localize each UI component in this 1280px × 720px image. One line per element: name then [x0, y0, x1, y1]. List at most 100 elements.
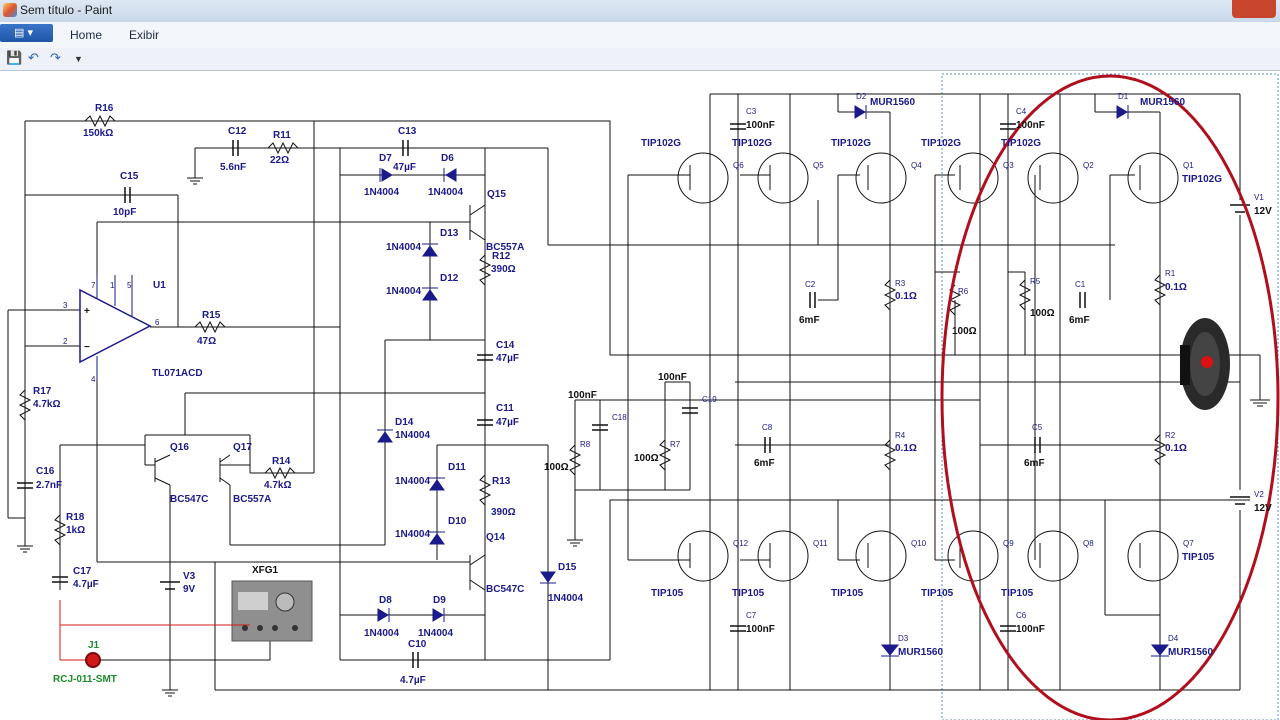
- batteries: [160, 204, 1250, 590]
- paint-canvas[interactable]: + − 3 2 7 1 5 6 4 U1 TL071ACD: [0, 71, 1280, 720]
- c1-ref: C1: [1075, 280, 1086, 289]
- c10-value: 4.7µF: [400, 675, 426, 686]
- r14-ref: R14: [272, 456, 291, 467]
- v2-ref: V2: [1254, 490, 1264, 499]
- paint-app-icon: [3, 3, 17, 17]
- d15-part: 1N4004: [548, 593, 583, 604]
- svg-text:+: +: [84, 306, 90, 317]
- diodes: [377, 105, 1170, 657]
- undo-icon[interactable]: ↶: [28, 50, 39, 65]
- c14-ref: C14: [496, 340, 515, 351]
- q16-ref: Q16: [170, 442, 189, 453]
- r18-ref: R18: [66, 512, 85, 523]
- q12-ref: Q12: [733, 539, 749, 548]
- c2-ref: C2: [805, 280, 816, 289]
- resistors: [18, 114, 1167, 546]
- c11-ref: C11: [496, 403, 514, 414]
- r12-ref: R12: [492, 251, 511, 262]
- q3-part: TIP102G: [921, 138, 961, 149]
- title-bar: Sem título - Paint: [0, 0, 1280, 22]
- pin-1: 1: [110, 281, 115, 290]
- r17-ref: R17: [33, 386, 52, 397]
- c19-ref: C19: [702, 395, 717, 404]
- q4-part: TIP102G: [831, 138, 871, 149]
- q14-part: BC547C: [486, 584, 524, 595]
- function-generator-icon: [231, 580, 313, 642]
- q10-part: TIP105: [831, 588, 864, 599]
- tab-home[interactable]: Home: [70, 28, 103, 42]
- c10-ref: C10: [408, 639, 427, 650]
- r8-value: 100Ω: [544, 462, 569, 473]
- c4-ref: C4: [1016, 107, 1027, 116]
- d8-part: 1N4004: [364, 628, 399, 639]
- save-icon[interactable]: 💾: [6, 50, 23, 65]
- tab-exibir[interactable]: Exibir: [129, 28, 160, 42]
- d10-ref: D10: [448, 516, 467, 527]
- d13-part: 1N4004: [386, 242, 421, 253]
- d12-part: 1N4004: [386, 286, 421, 297]
- small-transistors: [145, 204, 486, 591]
- q6-part: TIP102G: [641, 138, 681, 149]
- c14-value: 47µF: [496, 353, 519, 364]
- c6-ref: C6: [1016, 611, 1027, 620]
- r11-ref: R11: [273, 130, 291, 141]
- c4-value: 100nF: [1016, 120, 1045, 131]
- c8-ref: C8: [762, 423, 773, 432]
- d6-part: 1N4004: [428, 187, 463, 198]
- r2-ref: R2: [1165, 431, 1176, 440]
- q4-ref: Q4: [911, 161, 922, 170]
- window-title: Sem título - Paint: [20, 3, 113, 17]
- d2-part: MUR1560: [870, 97, 915, 108]
- c15-value: 10pF: [113, 207, 136, 218]
- pin-2: 2: [63, 337, 68, 346]
- v3-ref: V3: [183, 571, 196, 582]
- c18-ref: C18: [612, 413, 627, 422]
- d9-part: 1N4004: [418, 628, 453, 639]
- c7-value: 100nF: [746, 624, 775, 635]
- v1-ref: V1: [1254, 193, 1264, 202]
- c5-value: 6mF: [1024, 458, 1045, 469]
- q5-ref: Q5: [813, 161, 824, 170]
- r14-value: 4.7kΩ: [264, 480, 291, 491]
- speaker-icon: [1180, 318, 1230, 410]
- app-menu-button[interactable]: ▤ ▾: [0, 24, 53, 42]
- customize-dropdown-icon[interactable]: ▼: [74, 54, 83, 64]
- d1-ref: D1: [1118, 92, 1129, 101]
- c8-value: 6mF: [754, 458, 775, 469]
- r6-ref: R6: [958, 287, 969, 296]
- d13-ref: D13: [440, 228, 459, 239]
- c13-ref: C13: [398, 126, 417, 137]
- q2-part: TIP102G: [1001, 138, 1041, 149]
- c16-ref: C16: [36, 466, 55, 477]
- c18-value: 100nF: [568, 390, 597, 401]
- c16-value: 2.7nF: [36, 480, 62, 491]
- pin-5: 5: [127, 281, 132, 290]
- pin-7: 7: [91, 281, 96, 290]
- r5-ref: R5: [1030, 277, 1041, 286]
- d3-part: MUR1560: [898, 647, 943, 658]
- r6-value: 100Ω: [952, 326, 977, 337]
- d7-ref: D7: [379, 153, 392, 164]
- c1-value: 6mF: [1069, 315, 1090, 326]
- q2-ref: Q2: [1083, 161, 1094, 170]
- r3-ref: R3: [895, 279, 906, 288]
- c7-ref: C7: [746, 611, 757, 620]
- wires: [7, 93, 1261, 691]
- c12-ref: C12: [228, 126, 247, 137]
- r15-value: 47Ω: [197, 336, 216, 347]
- r5-value: 100Ω: [1030, 308, 1055, 319]
- r16-ref: R16: [95, 103, 114, 114]
- d12-ref: D12: [440, 273, 459, 284]
- d3-ref: D3: [898, 634, 909, 643]
- close-button[interactable]: [1232, 0, 1276, 18]
- redo-icon[interactable]: ↷: [50, 50, 61, 65]
- r7-ref: R7: [670, 440, 681, 449]
- r16-value: 150kΩ: [83, 128, 113, 139]
- d14-part: 1N4004: [395, 430, 430, 441]
- svg-text:−: −: [84, 342, 90, 353]
- ground-symbols: [17, 177, 1270, 697]
- op-amp-u1: + −: [79, 275, 152, 380]
- pin-3: 3: [63, 301, 68, 310]
- d4-part: MUR1560: [1168, 647, 1213, 658]
- d10-part: 1N4004: [395, 529, 430, 540]
